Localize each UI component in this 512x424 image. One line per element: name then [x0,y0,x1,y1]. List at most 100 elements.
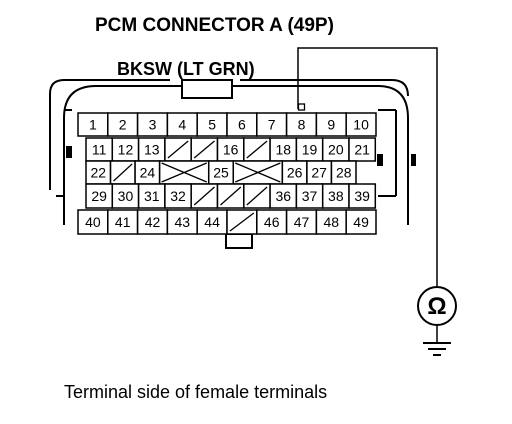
pin-40: 40 [77,209,109,235]
pin-42: 42 [136,209,169,235]
pin-49: 49 [345,209,377,235]
pin-29: 29 [85,183,114,209]
pin-number: 49 [353,214,369,230]
pin-number: 21 [354,142,370,158]
pin-21: 21 [348,137,377,162]
pin-number: 1 [89,117,97,133]
pin-cell [196,209,228,235]
wire-label: BKSW (LT GRN) [117,59,255,79]
empty-slot-cross-b [161,162,207,183]
pin-5: 5 [196,112,228,137]
pin-46: 46 [256,209,288,235]
pin-empty [158,160,210,185]
pin-25: 25 [207,160,235,185]
pin-11: 11 [85,137,114,162]
pin-number: 3 [149,117,157,133]
probe-tip [297,103,306,111]
pin-number: 41 [115,214,131,230]
empty-slot-slash [220,186,242,206]
pin-cell [166,209,198,235]
pin-41: 41 [107,209,139,235]
pin-6: 6 [226,112,258,137]
pin-31: 31 [137,183,166,209]
pin-number: 31 [144,188,160,204]
pin-empty [216,183,245,209]
pin-9: 9 [315,112,347,137]
pin-cell [136,209,169,235]
empty-slot-slash [229,212,255,232]
pin-32: 32 [164,183,192,209]
pin-number: 44 [204,214,220,230]
pin-24: 24 [134,160,161,185]
pin-number: 7 [268,117,276,133]
pin-number: 13 [144,142,160,158]
housing-nub-right [377,154,383,166]
pin-39: 39 [348,183,377,209]
pin-number: 25 [213,165,229,181]
pin-number: 12 [118,142,134,158]
pin-13: 13 [137,137,166,162]
pin-number: 37 [302,188,318,204]
pin-number: 29 [91,188,107,204]
pin-number: 46 [264,214,280,230]
pin-cell [295,183,324,209]
pin-1: 1 [77,112,109,137]
pin-number: 9 [327,117,335,133]
pin-number: 40 [85,214,101,230]
pin-number: 11 [92,142,107,158]
pin-18: 18 [269,137,298,162]
pin-cell [111,183,140,209]
pin-37: 37 [295,183,324,209]
pin-cell [348,137,377,162]
pin-22: 22 [85,160,112,185]
connector-housing [49,79,409,225]
pin-28: 28 [330,160,357,185]
pin-number: 47 [294,214,310,230]
pin-number: 2 [119,117,127,133]
diagram-title: PCM CONNECTOR A (49P) [95,15,334,36]
empty-slot-slash [246,140,268,159]
pin-number: 19 [302,142,318,158]
ground-icon [423,342,451,356]
pin-empty [190,137,219,162]
pin-cell [348,183,377,209]
probe-wire [297,47,438,342]
pin-43: 43 [166,209,198,235]
pin-number: 6 [238,117,246,133]
pin-empty [243,137,271,162]
caption: Terminal side of female terminals [64,382,327,402]
pin-20: 20 [321,137,350,162]
pin-number: 26 [287,165,303,181]
pin-number: 42 [145,214,161,230]
empty-slot-slash [193,186,215,206]
pin-10: 10 [345,112,377,137]
pin-number: 28 [336,165,352,181]
pin-number: 36 [275,188,291,204]
pin-27: 27 [306,160,333,185]
pin-48: 48 [315,209,347,235]
pin-4: 4 [166,112,198,137]
ohmmeter-icon: Ω [417,286,457,326]
pin-empty [109,160,136,185]
pin-empty [190,183,219,209]
empty-slot-slash [246,186,268,206]
ohm-symbol: Ω [427,293,446,320]
pin-number: 43 [175,214,191,230]
pin-number: 48 [324,214,340,230]
pin-number: 39 [354,188,370,204]
connector-key [225,233,253,249]
pin-empty [226,209,258,235]
pin-number: 4 [178,117,186,133]
pin-7: 7 [256,112,288,137]
pin-number: 5 [208,117,216,133]
pin-26: 26 [281,160,308,185]
pin-number: 32 [170,188,186,204]
pin-number: 24 [140,165,156,181]
pin-empty [164,137,192,162]
pin-12: 12 [111,137,140,162]
empty-slot-slash [167,140,189,159]
pin-number: 22 [90,165,106,181]
empty-slot-cross-b [235,162,281,183]
